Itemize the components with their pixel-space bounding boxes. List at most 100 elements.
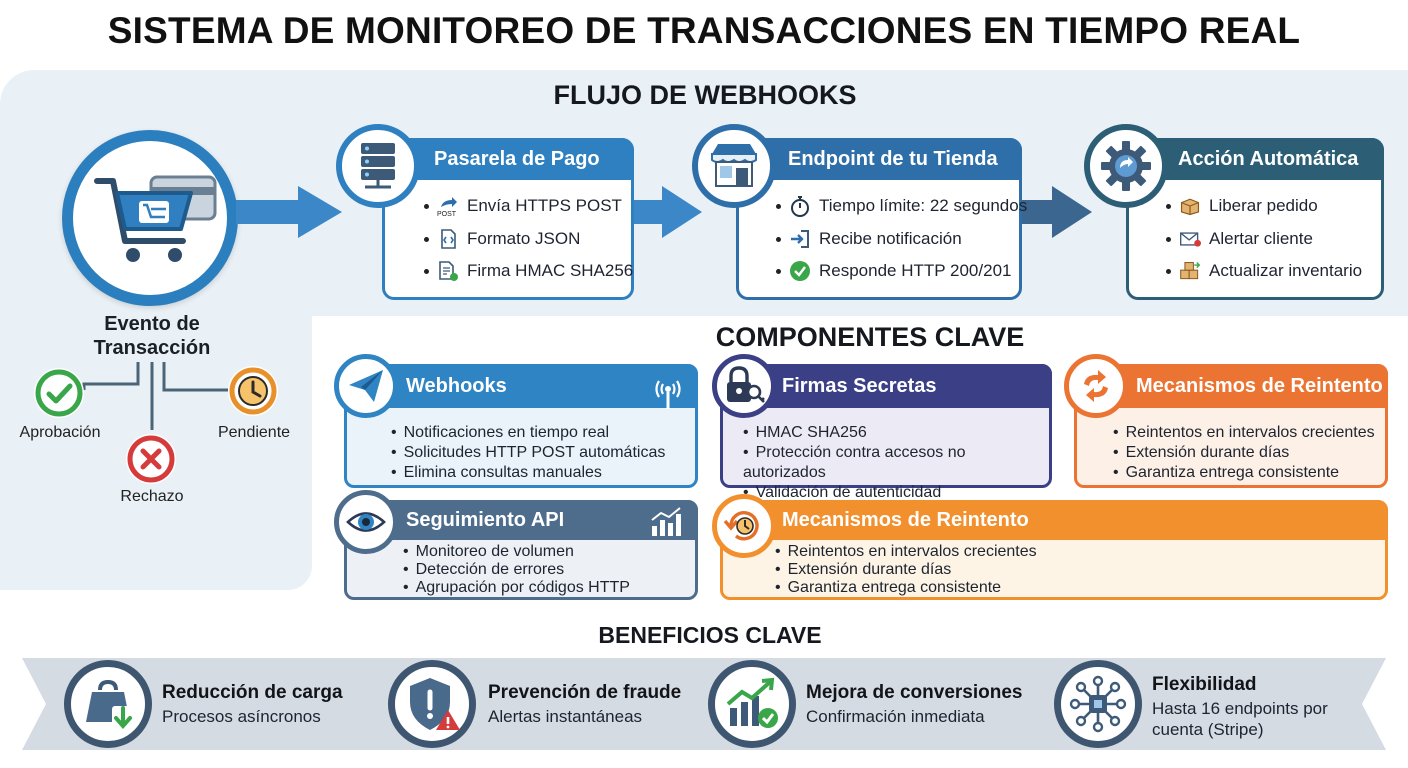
eye-icon-circle — [334, 490, 398, 554]
transaction-event-circle — [62, 130, 238, 306]
flow-step-store-endpoint: Endpoint de tu Tienda — [736, 138, 1022, 300]
flow-item-label: Firma HMAC SHA256 — [467, 261, 634, 280]
flow-item-label: Actualizar inventario — [1209, 261, 1363, 280]
svg-text:POST: POST — [437, 211, 457, 217]
component-title: Webhooks — [406, 374, 507, 397]
gear-icon — [1101, 141, 1151, 191]
paper-plane-icon-circle — [334, 354, 398, 418]
shopping-cart-card-icon — [94, 175, 217, 262]
antenna-icon — [655, 380, 681, 409]
benefits-band — [22, 658, 1386, 750]
component-title: Firmas Secretas — [782, 374, 937, 397]
store-icon-circle — [692, 124, 776, 208]
x-icon — [127, 435, 175, 483]
flow-item: Firma HMAC SHA256 — [424, 260, 633, 282]
benefit-subtitle: Hasta 16 endpoints por cuenta (Stripe) — [1152, 699, 1328, 739]
login-icon — [789, 228, 811, 250]
component-item: HMAC SHA256 — [743, 423, 1049, 443]
component-item: Agrupación por códigos HTTP — [403, 579, 630, 597]
flow-item: Tiempo límite: 22 segundos — [776, 195, 1027, 217]
transaction-event-label: Evento de Transacción — [93, 313, 211, 359]
pending-label: Pendiente — [217, 424, 291, 441]
server-icon — [361, 143, 395, 189]
component-item: Validación de autenticidad — [743, 483, 1049, 503]
flexibility-icon-circle — [1054, 660, 1142, 748]
components-title: COMPONENTES CLAVE — [715, 322, 1025, 352]
flow-item-label: Formato JSON — [467, 229, 581, 248]
check-icon — [35, 369, 83, 417]
history-icon — [723, 511, 759, 541]
box-icon — [1179, 195, 1201, 217]
component-webhooks: Webhooks Notificaciones en tiempo real S… — [344, 364, 698, 488]
growth-chart-icon — [726, 677, 778, 728]
code-file-icon — [437, 228, 459, 250]
flow-title: FLUJO DE WEBHOOKS — [553, 80, 857, 110]
component-item: Detección de errores — [403, 561, 630, 579]
lock-key-icon — [727, 366, 765, 403]
check-circle-icon — [789, 260, 811, 282]
benefit-subtitle: Alertas instantáneas — [488, 707, 643, 726]
refresh-icon — [1084, 370, 1108, 402]
flow-item: Responde HTTP 200/201 — [776, 260, 1011, 282]
flow-item: Recibe notificación — [776, 228, 962, 250]
benefit-title: Reducción de carga — [162, 682, 343, 703]
component-title: Seguimiento API — [406, 508, 565, 531]
component-item: Monitoreo de volumen — [403, 543, 630, 561]
paper-plane-icon — [349, 370, 383, 402]
signed-document-icon — [437, 260, 459, 282]
network-hub-icon — [1069, 675, 1127, 733]
server-icon-circle — [336, 124, 420, 208]
component-item: Extensión durante días — [1113, 443, 1375, 463]
flow-item: Alertar cliente — [1166, 228, 1313, 250]
flow-item-label: Recibe notificación — [819, 229, 962, 248]
load-reduction-icon-circle — [64, 660, 152, 748]
component-item: Elimina consultas manuales — [391, 463, 665, 483]
component-item: Garantiza entrega consistente — [775, 579, 1037, 597]
flow-item: Formato JSON — [424, 228, 580, 250]
benefit-title: Prevención de fraude — [488, 682, 682, 703]
benefit-title: Flexibilidad — [1152, 674, 1257, 695]
component-item: Solicitudes HTTP POST automáticas — [391, 443, 666, 463]
component-retry-mechanisms: Mecanismos de Reintento Reintentos en in… — [1074, 364, 1388, 488]
benefit-subtitle: Procesos asíncronos — [162, 707, 321, 726]
refresh-icon-circle — [1064, 354, 1128, 418]
flow-item-label: Envía HTTPS POST — [467, 196, 622, 215]
flow-arrow-3 — [1022, 186, 1092, 238]
stopwatch-icon — [789, 195, 811, 217]
conversion-improvement-icon-circle — [708, 660, 796, 748]
history-icon-circle — [712, 494, 776, 558]
component-item: Reintentos en intervalos crecientes — [775, 543, 1037, 561]
flow-item: Liberar pedido — [1166, 195, 1318, 217]
clock-icon — [229, 367, 277, 415]
flow-item-label: Alertar cliente — [1209, 229, 1313, 248]
benefit-subtitle: Confirmación inmediata — [806, 707, 985, 726]
fraud-prevention-icon-circle — [388, 660, 476, 748]
component-retry-mechanisms-2: Mecanismos de Reintento Reintentos en in… — [720, 500, 1388, 600]
envelope-icon — [1179, 228, 1201, 250]
weight-down-icon — [86, 679, 134, 730]
benefit-title: Mejora de conversiones — [806, 682, 1023, 703]
component-item: Garantiza entrega consistente — [1113, 463, 1375, 483]
flow-item-label: Tiempo límite: 22 segundos — [819, 196, 1028, 215]
approval-status — [34, 368, 84, 418]
bar-chart-icon — [651, 507, 681, 536]
flow-item: Actualizar inventario — [1166, 260, 1362, 282]
component-title: Mecanismos de Reintento — [782, 508, 1029, 531]
flow-item-label: Liberar pedido — [1209, 196, 1318, 215]
component-title: Mecanismos de Reintento — [1136, 374, 1383, 397]
flow-step-header: Endpoint de tu Tienda — [736, 138, 1022, 180]
rejection-label: Rechazo — [120, 488, 184, 505]
benefits-title: BENEFICIOS CLAVE — [598, 622, 822, 648]
status-connector-lines — [82, 362, 228, 430]
flow-item-label: Responde HTTP 200/201 — [819, 261, 1012, 280]
shield-alert-icon — [410, 678, 460, 730]
store-icon — [711, 144, 757, 187]
flow-arrow-1 — [236, 186, 342, 238]
component-item: Protección contra accesos no autorizados — [743, 443, 1049, 483]
post-icon: POST — [437, 195, 459, 217]
main-title: SISTEMA DE MONITOREO DE TRANSACCIONES EN… — [107, 10, 1301, 51]
component-api-tracking: Seguimiento API Monitoreo de volumen Det… — [344, 500, 698, 600]
flow-item: POST Envía HTTPS POST — [424, 195, 622, 217]
lock-key-icon-circle — [712, 354, 776, 418]
flow-step-header: Acción Automática — [1126, 138, 1384, 180]
